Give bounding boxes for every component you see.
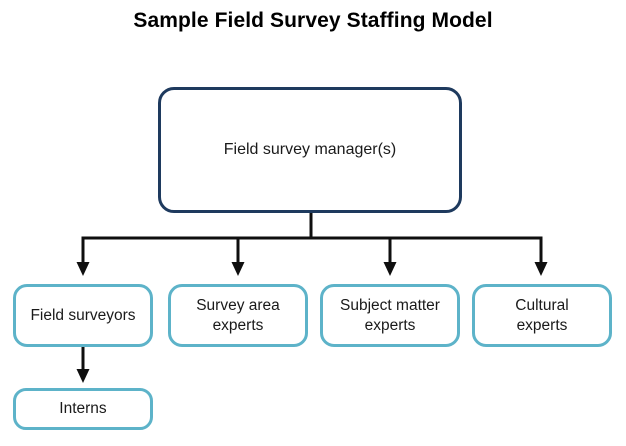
- node-subject-matter-experts-label: Subject matter: [340, 296, 440, 314]
- node-interns-label: Interns: [59, 400, 107, 417]
- node-subject-matter-experts-label-line2: experts: [364, 316, 416, 334]
- arrowhead-field-surveyors: [76, 262, 90, 276]
- arrowhead-interns: [76, 369, 90, 383]
- node-field-survey-manager: Field survey manager(s): [158, 87, 462, 213]
- node-survey-area-experts-label: Survey area: [196, 296, 280, 314]
- node-cultural-experts-label-line2: experts: [516, 316, 568, 334]
- arrowhead-cultural-experts: [534, 262, 548, 276]
- node-interns: Interns: [13, 388, 153, 430]
- node-cultural-experts-label: Cultural: [515, 296, 569, 314]
- arrowhead-survey-area-experts: [231, 262, 245, 276]
- node-cultural-experts: Cultural experts: [472, 284, 612, 347]
- node-survey-area-experts-label-line2: experts: [212, 316, 264, 334]
- node-field-surveyors: Field surveyors: [13, 284, 153, 347]
- node-field-surveyors-label: Field surveyors: [30, 306, 136, 324]
- arrowhead-subject-matter-experts: [383, 262, 397, 276]
- node-survey-area-experts: Survey area experts: [168, 284, 308, 347]
- diagram-title: Sample Field Survey Staffing Model: [133, 9, 493, 32]
- node-field-survey-manager-label: Field survey manager(s): [223, 141, 397, 158]
- node-subject-matter-experts: Subject matter experts: [320, 284, 460, 347]
